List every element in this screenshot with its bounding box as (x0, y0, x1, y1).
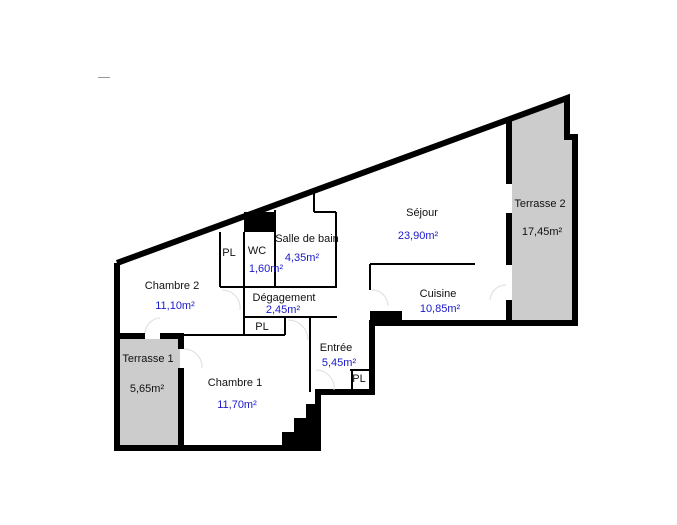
terrasse-2-fill (512, 100, 572, 320)
room-area: 10,85m² (419, 303, 461, 315)
door-swings (144, 284, 507, 391)
room-area: 5,45m² (321, 357, 357, 369)
room-area: 1,60m² (248, 263, 284, 275)
room-name: Séjour (406, 207, 438, 219)
interior-walls-thick (117, 118, 512, 448)
room-name: Dégagement (252, 292, 316, 304)
room-area: 11,10m² (155, 300, 195, 312)
room-name: Cuisine (419, 288, 457, 300)
room-name: WC (247, 245, 267, 257)
room-name: Chambre 2 (144, 280, 200, 292)
room-name: PL (255, 321, 269, 333)
scale-mark (98, 77, 110, 78)
room-name: Salle de bain (275, 233, 339, 245)
room-area: 11,70m² (217, 399, 257, 411)
room-name: Terrasse 2 (514, 198, 566, 210)
room-name: PL (352, 373, 366, 385)
room-name: Chambre 1 (207, 377, 263, 389)
room-area: 5,65m² (129, 383, 165, 395)
terrasse-1-fill (120, 339, 180, 447)
room-name: PL (222, 247, 236, 259)
interior-walls-thin (184, 190, 475, 392)
room-area: 2,45m² (265, 304, 301, 316)
room-area: 23,90m² (397, 230, 439, 242)
room-name: Terrasse 1 (122, 353, 174, 365)
room-area: 4,35m² (284, 252, 320, 264)
room-area: 17,45m² (521, 226, 563, 238)
room-name: Entrée (319, 342, 353, 354)
